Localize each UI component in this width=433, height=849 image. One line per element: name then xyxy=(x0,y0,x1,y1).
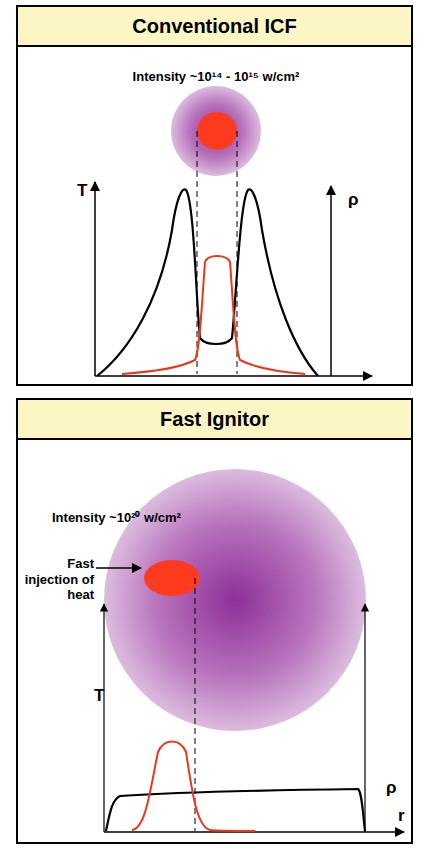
hot-spot xyxy=(197,112,237,150)
axis-label: T xyxy=(77,181,87,201)
temperature-curve xyxy=(122,256,305,374)
dashed-guide xyxy=(197,131,198,374)
temperature-curve xyxy=(132,742,255,832)
intensity-note: Intensity ~10²⁰ w/cm² xyxy=(52,510,181,526)
header-band: Fast Ignitor xyxy=(18,400,411,440)
axis-label: ρ xyxy=(386,778,397,798)
axis-label: T xyxy=(94,686,104,706)
panel-box: Fast Ignitor xyxy=(16,398,413,844)
header-band: Conventional ICF xyxy=(18,7,411,47)
density-curve xyxy=(97,189,318,376)
r-axis xyxy=(95,375,372,377)
panel-title: Fast Ignitor xyxy=(160,408,269,431)
injection-arrow xyxy=(96,567,141,569)
hot-spot xyxy=(144,560,200,596)
intensity-note: Intensity ~10¹⁴ - 10¹⁵ w/cm² xyxy=(133,69,300,85)
axis-label: r xyxy=(398,806,405,826)
rho-axis xyxy=(330,186,332,376)
pellet xyxy=(171,86,261,176)
axis-label: ρ xyxy=(348,190,359,210)
compressed-fuel xyxy=(104,469,366,731)
t-axis xyxy=(94,182,96,376)
panel-title: Conventional ICF xyxy=(132,15,296,38)
injection-note: Fast injection of heat xyxy=(16,556,94,603)
t-axis xyxy=(103,604,104,832)
rho-axis xyxy=(364,604,365,832)
